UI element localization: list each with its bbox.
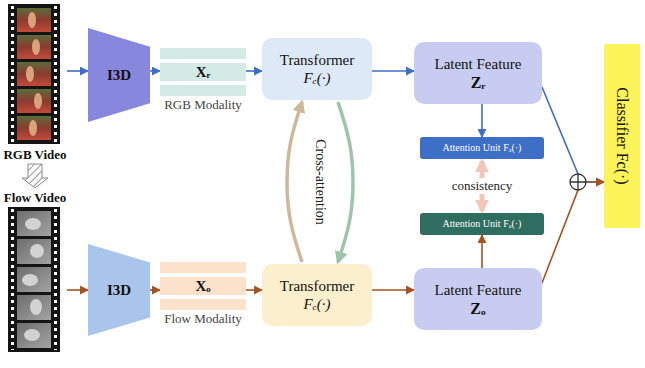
encoder-block: I3D — [88, 244, 150, 336]
connector — [67, 70, 88, 72]
film-sprockets — [54, 6, 57, 142]
attention-unit: Attention Unit Fₐ(·) — [420, 213, 544, 235]
node-label: I3D — [107, 67, 131, 84]
film-frame — [17, 8, 51, 32]
film-frame — [17, 211, 51, 236]
node-label: RGB Modality — [164, 97, 242, 113]
video-clip: Flow Video — [3, 190, 67, 354]
feature-band — [160, 63, 246, 81]
node-label: Transformer — [280, 51, 354, 69]
flow-blob — [24, 329, 40, 341]
node-label: I3D — [107, 282, 131, 299]
connector — [338, 102, 353, 262]
connector — [372, 70, 414, 72]
node-label: Xₒ — [195, 277, 210, 295]
connector — [542, 182, 604, 283]
film-frame — [17, 323, 51, 348]
sum-symbol — [570, 174, 586, 190]
flow-blob — [25, 218, 41, 230]
node-label: Flow Modality — [164, 311, 242, 327]
node-label: Zₒ — [470, 299, 485, 318]
annotation-label: Cross-attention — [312, 139, 328, 225]
connector — [246, 289, 262, 291]
connector — [542, 87, 604, 182]
node-label: RGB Video — [3, 147, 66, 162]
film-frame — [17, 35, 51, 59]
connector — [481, 235, 483, 268]
athlete-figure — [32, 39, 40, 55]
athlete-figure — [26, 66, 34, 82]
film-frame — [17, 239, 51, 264]
node-label: Zᵣ — [471, 73, 486, 92]
encoder-shape — [88, 28, 150, 122]
node-label: Fₑ(·) — [304, 295, 331, 313]
film-frame — [17, 295, 51, 320]
athlete-figure — [34, 93, 42, 109]
connector — [150, 70, 160, 72]
feature-band — [160, 262, 246, 273]
encoder-shape — [88, 244, 150, 336]
node-label: Classifier Fc(·) — [613, 87, 631, 184]
feature-band — [160, 277, 246, 295]
connector — [246, 70, 262, 72]
edge-label: consistency — [450, 178, 515, 194]
node-label: Latent Feature — [434, 55, 521, 73]
node-label: Flow Video — [4, 190, 66, 205]
feature-band — [160, 48, 246, 59]
transformer-box: TransformerFₑ(·) — [262, 264, 372, 326]
node-label: Latent Feature — [434, 281, 521, 299]
athlete-figure — [29, 120, 37, 136]
flow-blob — [22, 274, 38, 286]
feature-sequence: XₒFlow Modality — [160, 262, 246, 330]
flow-blob — [30, 299, 42, 315]
film-frame — [17, 62, 51, 86]
node-label: Fₑ(·) — [304, 69, 331, 87]
block-arrow — [22, 164, 48, 188]
connector — [150, 289, 160, 291]
node-label: Transformer — [280, 277, 354, 295]
feature-band — [160, 85, 246, 96]
film-sprockets — [11, 209, 14, 350]
feature-sequence: XᵣRGB Modality — [160, 48, 246, 116]
node-label: Attention Unit Fₐ(·) — [443, 142, 522, 154]
connector — [372, 289, 414, 291]
transformer-box: TransformerFₑ(·) — [262, 38, 372, 100]
film-sprockets — [11, 6, 14, 142]
latent-feature-box: Latent FeatureZᵣ — [414, 42, 542, 104]
encoder-block: I3D — [88, 28, 150, 122]
node-label: Attention Unit Fₐ(·) — [443, 218, 522, 230]
connector — [481, 104, 483, 137]
connector — [67, 289, 88, 291]
film-strip — [8, 207, 60, 352]
film-frame — [17, 267, 51, 292]
video-clip: RGB Video — [3, 2, 67, 162]
classifier-box: Classifier Fc(·) — [604, 44, 640, 228]
feature-band — [160, 299, 246, 310]
film-frame — [17, 89, 51, 113]
flow-blob — [30, 244, 44, 258]
film-strip — [8, 4, 60, 144]
node-label: Xᵣ — [196, 63, 211, 81]
latent-feature-box: Latent FeatureZₒ — [414, 268, 542, 330]
film-frame — [17, 116, 51, 140]
athlete-figure — [28, 12, 36, 28]
film-sprockets — [54, 209, 57, 350]
connector — [287, 102, 302, 262]
sum-symbol — [570, 174, 586, 190]
attention-unit: Attention Unit Fₐ(·) — [420, 137, 544, 159]
